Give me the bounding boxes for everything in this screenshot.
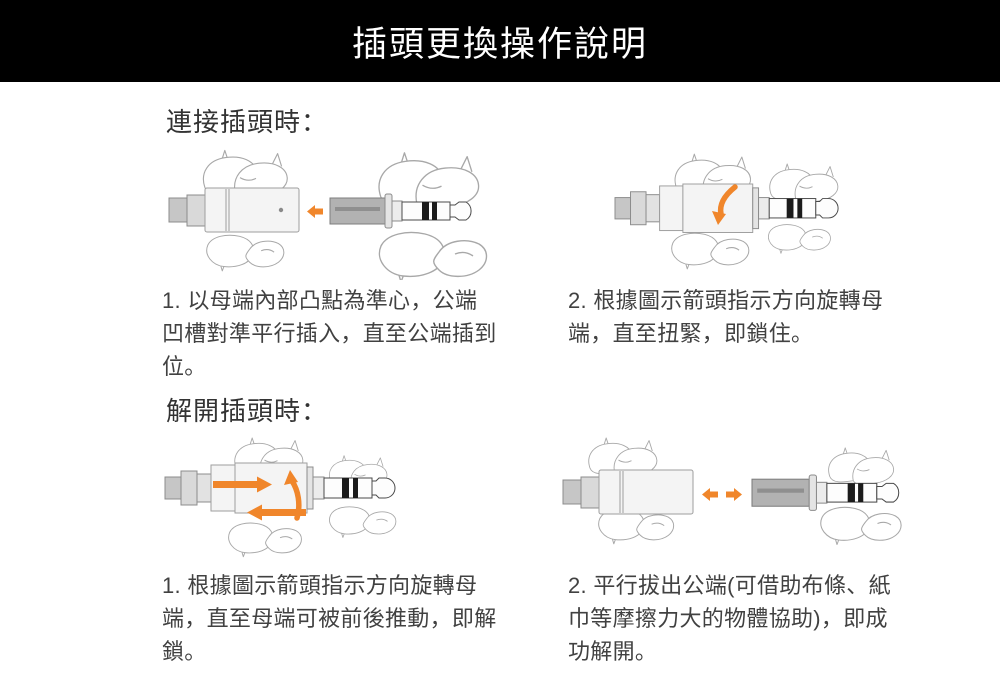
hand-fingers-icon [671,232,750,270]
hand-fingers-icon [206,234,285,272]
section-connect-heading: 連接插頭時： [166,107,329,137]
step-release-1: 1. 根據圖示箭頭指示方向旋轉母 端，直至母端可被前後推動，即解 鎖。 [162,573,497,664]
figure-rotate-unlock [150,426,510,564]
arrow-left-icon [702,488,718,501]
section-release-heading: 解開插頭時： [166,396,329,426]
arrow-left-icon [307,205,323,218]
hand-fingers-icon [820,506,902,546]
figure-align-insert [150,148,510,280]
female-connector [562,469,694,515]
page-title: 插頭更換操作說明 [351,24,648,64]
arrow-right-icon [726,488,742,501]
arrow-right-icon [213,476,272,493]
step-connect-2: 2. 根據圖示箭頭指示方向旋轉母 端，直至扭緊，即鎖住。 [568,288,884,346]
hand-fingers-icon [329,506,397,538]
figure-pull-apart [540,428,960,564]
step-release-2: 2. 平行拔出公端(可借助布條、紙 巾等摩擦力大的物體協助)，即成 功解開。 [568,573,891,664]
alignment-dot [278,207,284,213]
rotate-up-arrowhead-icon [284,470,298,485]
hand-fingers-icon [769,163,839,203]
title-bar: 插頭更換操作說明 [0,0,1000,82]
rotate-up-arrow-icon [289,478,302,521]
rotate-down-arrow-icon [717,184,738,217]
hand-fingers-icon [378,231,488,280]
hand-fingers-icon [828,447,895,486]
figure-rotate-lock [560,148,920,280]
step-connect-1: 1. 以母端內部凸點為準心，公端 凹槽對準平行插入，直至公端插到 位。 [162,288,497,379]
hand-fingers-icon [768,224,831,254]
rotate-down-arrowhead-icon [712,211,726,225]
hand-fingers-icon [228,522,302,558]
arrow-left-icon [247,504,306,521]
